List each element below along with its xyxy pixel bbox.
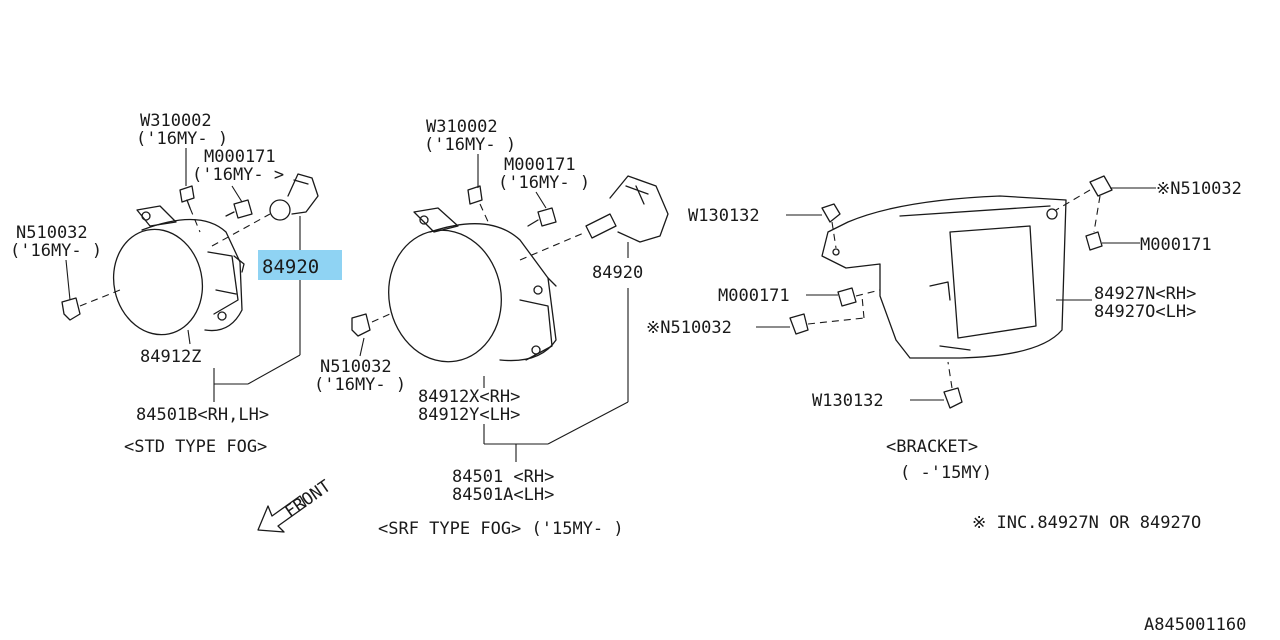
std-bolt-note: ('16MY- >: [192, 165, 284, 185]
std-lamp-label[interactable]: 84912Z: [140, 347, 201, 367]
std-nut-note: ('16MY- ): [10, 241, 102, 261]
bracket-drawing: [821, 195, 1067, 359]
std-assembly-label[interactable]: 84501B<RH,LH>: [136, 405, 269, 425]
srf-assembly-rh-label[interactable]: 84501 <RH>: [452, 467, 554, 487]
srf-bolt-label[interactable]: M000171: [504, 155, 576, 175]
bracket-bolt-mid-label[interactable]: M000171: [718, 286, 790, 306]
bracket-clip-bottom-label[interactable]: W130132: [812, 391, 884, 411]
front-arrow-icon: [257, 495, 307, 533]
srf-caption: <SRF TYPE FOG> ('15MY- ): [378, 519, 624, 539]
bracket-rh-label[interactable]: 84927N<RH>: [1094, 284, 1196, 304]
highlighted-part-box: [258, 250, 342, 280]
std-bulb-label[interactable]: 84920: [262, 256, 319, 278]
std-fog-lamp-drawing: [112, 205, 245, 336]
bracket-nut-mid-drawing: [789, 313, 809, 335]
front-label: FRONT: [281, 476, 334, 522]
bracket-bolt-mid-drawing: [837, 287, 857, 307]
srf-fog-lamp-drawing: [388, 207, 557, 363]
srf-assembly-lh-label[interactable]: 84501A<LH>: [452, 485, 554, 505]
srf-nut-note: ('16MY- ): [314, 375, 406, 395]
bracket-clip-top-label[interactable]: W130132: [688, 206, 760, 226]
bracket-nut-top-label[interactable]: ※N510032: [1156, 179, 1242, 199]
bracket-bolt-top-drawing: [1085, 231, 1103, 251]
bracket-clip-bottom-drawing: [943, 387, 963, 409]
srf-nut-label[interactable]: N510032: [320, 357, 392, 377]
srf-bolt-note: ('16MY- ): [498, 173, 590, 193]
bracket-caption-note: ( -'15MY): [900, 463, 992, 483]
bracket-nut-top-drawing: [1089, 175, 1113, 197]
srf-lamp-lh-label[interactable]: 84912Y<LH>: [418, 405, 520, 425]
bracket-lh-label[interactable]: 84927O<LH>: [1094, 302, 1196, 322]
srf-screw-label[interactable]: W310002: [426, 117, 498, 137]
std-caption: <STD TYPE FOG>: [124, 437, 267, 457]
bracket-caption: <BRACKET>: [886, 437, 978, 457]
std-nut-label[interactable]: N510032: [16, 223, 88, 243]
srf-screw-drawing: [467, 185, 483, 205]
srf-lamp-rh-label[interactable]: 84912X<RH>: [418, 387, 520, 407]
std-bulb-drawing: [269, 173, 319, 221]
std-bolt-label[interactable]: M000171: [204, 147, 276, 167]
srf-nut-drawing: [351, 313, 371, 337]
std-screw-note: ('16MY- ): [136, 129, 228, 149]
std-screw-drawing: [179, 185, 195, 209]
std-screw-label[interactable]: W310002: [140, 111, 212, 131]
bracket-bolt-top-label[interactable]: M000171: [1140, 235, 1212, 255]
footnote: ※ INC.84927N OR 84927O: [972, 513, 1201, 533]
srf-screw-note: ('16MY- ): [424, 135, 516, 155]
srf-bulb-label[interactable]: 84920: [592, 263, 643, 283]
std-nut-drawing: [61, 297, 81, 321]
std-bolt-drawing: [225, 199, 253, 219]
bracket-clip-top-drawing: [821, 203, 841, 223]
srf-bulb-drawing: [585, 175, 669, 243]
srf-bolt-drawing: [527, 207, 557, 227]
bracket-nut-mid-label[interactable]: ※N510032: [646, 318, 732, 338]
diagram-id: A845001160: [1144, 615, 1246, 635]
